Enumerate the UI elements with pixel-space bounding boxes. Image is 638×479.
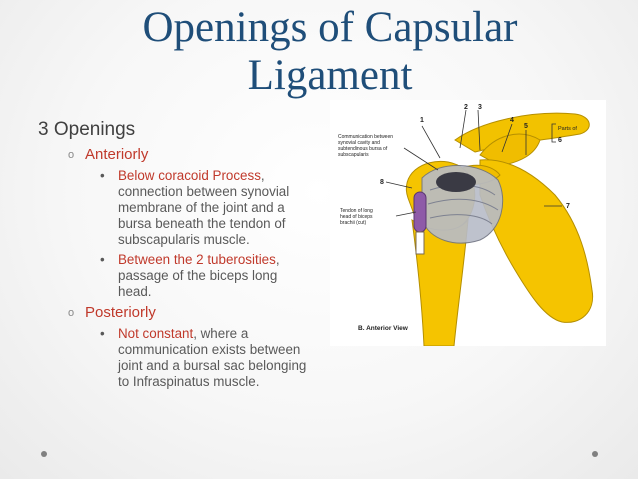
figure-caption: B. Anterior View [358,325,409,332]
figure-number: 8 [380,179,384,186]
scapula-shape [479,159,594,323]
section-label: Anteriorly [85,146,149,163]
section-anteriorly: o Anteriorly [38,146,328,164]
slide-dot-left [41,451,47,457]
bursa-shape [436,172,476,192]
bullet-item: • Below coracoid Process, connection bet… [38,168,308,248]
section-posteriorly: o Posteriorly [38,304,328,322]
bracket-shape [551,123,556,143]
figure-number: 3 [478,104,482,111]
bullet-text: , where a communication exists between j… [118,326,307,389]
bullet-dot-icon: • [100,168,105,183]
label-tendon: Tendon of long [340,208,373,214]
figure-number: 5 [524,123,528,130]
slide-dot-right [592,451,598,457]
label-tendon: brachii (cut) [340,220,366,226]
bullet-item: • Not constant, where a communication ex… [38,326,308,390]
openings-heading: 3 Openings [38,119,136,140]
title-line-1: Openings of Capsular [142,4,518,51]
label-tendon: head of biceps [340,214,373,220]
bullet-highlight: Between the 2 tuberosities [118,252,276,267]
biceps-tendon-cut [415,231,425,255]
figure-number: 1 [420,117,424,124]
figure-number: 6 [558,137,562,144]
circle-bullet-icon: o [68,149,75,161]
bullet-text: , passage of the biceps long head. [118,252,280,299]
figure-number: 7 [566,203,570,210]
slide-body: 3 Openings o Anteriorly • Below coracoid… [38,118,328,390]
bullet-highlight: Not constant [118,326,194,341]
slide-title: Openings of Capsular Ligament [60,4,600,100]
acromion-shape [479,133,541,167]
shoulder-illustration: 1 2 3 4 5 6 7 8 Parts of Communication b… [338,104,594,346]
circle-bullet-icon: o [68,307,75,319]
figure-number: 2 [464,104,468,111]
title-line-2: Ligament [247,52,413,99]
label-communication: synovial cavity and [338,140,380,146]
label-communication: subscapularis [338,152,369,158]
label-communication: Communication between [338,134,393,140]
label-communication: subtendinous bursa of [338,146,388,152]
figure-number: 4 [510,117,514,124]
bullet-text: , connection between synovial membrane o… [118,168,290,247]
section-label: Posteriorly [85,304,156,321]
bullet-highlight: Below coracoid Process [118,168,261,183]
bracket-label: Parts of [558,126,577,132]
bullet-dot-icon: • [100,326,105,341]
leader-lines [385,109,562,217]
bullet-item: • Between the 2 tuberosities, passage of… [38,252,308,300]
bullet-dot-icon: • [100,252,105,267]
shoulder-anatomy-figure: 1 2 3 4 5 6 7 8 Parts of Communication b… [330,100,606,346]
